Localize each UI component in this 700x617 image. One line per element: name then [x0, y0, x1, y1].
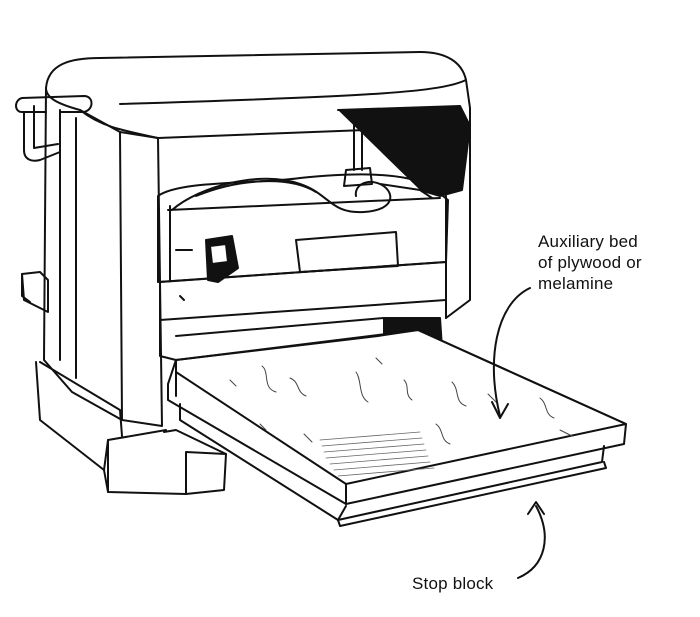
- planer-right-column: [337, 105, 471, 349]
- auxiliary-bed-label-line-2: of plywood or: [538, 253, 642, 272]
- power-switch-icon: [205, 235, 239, 283]
- cutter-head-carriage: [157, 173, 449, 321]
- left-table-extension: [21, 271, 49, 313]
- auxiliary-bed-label-line-3: melamine: [538, 274, 614, 293]
- planer-front-frame: [159, 317, 385, 361]
- auxiliary-bed-board: [167, 329, 627, 505]
- stop-block-arrow: [517, 501, 546, 579]
- power-cord: [171, 177, 433, 214]
- stop-block-label: Stop block: [412, 574, 494, 593]
- height-post: [343, 111, 373, 187]
- planer-base: [35, 361, 227, 495]
- stop-block: [179, 403, 607, 527]
- planer-top-cover: [45, 51, 471, 139]
- handle-icon: [15, 95, 93, 162]
- aux-bed-arrow: [491, 287, 531, 419]
- auxiliary-bed-label: Auxiliary bed of plywood or melamine: [538, 231, 698, 294]
- auxiliary-bed-label-line-1: Auxiliary bed: [538, 232, 638, 251]
